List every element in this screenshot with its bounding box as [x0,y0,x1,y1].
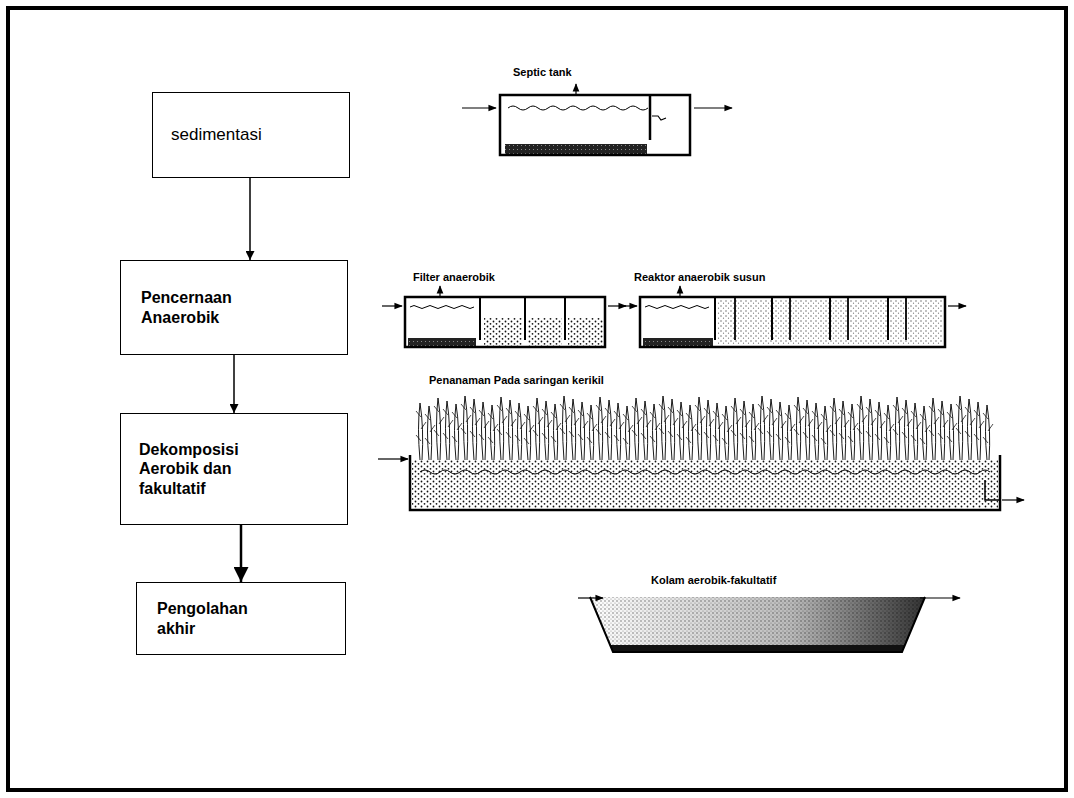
process-box: Pencernaan Anaerobik [120,260,348,355]
anaerobic-filter [382,286,626,347]
baffled-reactor [620,286,966,347]
part-label: Filter anaerobik [412,271,496,283]
facultative-pond [578,597,960,652]
part-label: Septic tank [512,66,573,78]
part-label: Penanaman Pada saringan kerikil [428,374,605,386]
frame [8,8,1066,790]
process-box: sedimentasi [152,92,350,178]
flow-arrow [233,355,235,413]
process-box: Pengolahan akhir [136,582,346,655]
box-label: Pengolahan akhir [157,599,267,637]
septic-tank [462,84,732,155]
box-label: Pencernaan Anaerobik [141,288,251,326]
process-box: Dekomposisi Aerobik dan fakultatif [120,413,348,525]
part-label: Reaktor anaerobik susun [633,271,766,283]
part-label: Kolam aerobik-fakultatif [650,574,777,586]
box-label: Dekomposisi Aerobik dan fakultatif [139,440,264,498]
planted-gravel-filter [378,396,1024,510]
flow-arrow [240,525,243,582]
box-label: sedimentasi [171,125,262,145]
flow-arrow [249,178,251,260]
